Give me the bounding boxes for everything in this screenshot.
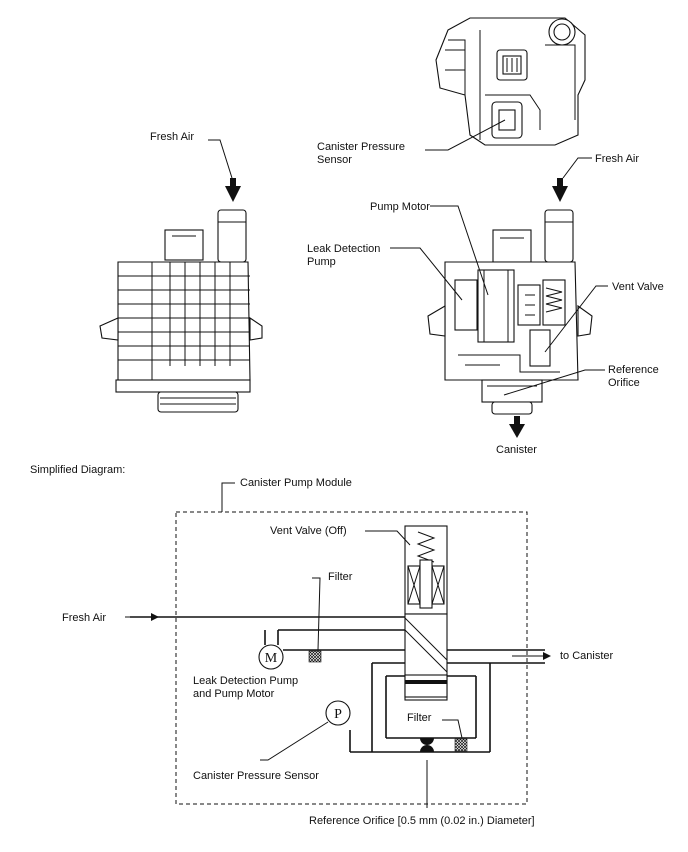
motor-symbol: M Leak Detection Pump and Pump Motor <box>193 644 301 700</box>
pump-motor-label: Pump Motor <box>370 201 430 213</box>
leak-detection-pump-label: Leak Detection Pump <box>307 243 383 268</box>
canister-pump-module-exterior <box>99 209 263 413</box>
canister-pump-module-label: Canister Pump Module <box>240 477 352 489</box>
motor-letter: M <box>265 651 278 666</box>
fresh-air-left-callout: Fresh Air <box>150 131 241 202</box>
pump-motor-callout: Pump Motor <box>370 201 489 296</box>
filter-bottom-label: Filter <box>407 712 432 724</box>
filter-bottom: Filter <box>407 712 468 752</box>
canister-pressure-sensor-top-label: Canister Pressure Sensor <box>317 141 408 166</box>
fresh-air-schematic-label: Fresh Air <box>62 612 106 624</box>
canister-pressure-sensor-label: Canister Pressure Sensor <box>193 770 319 782</box>
fresh-air-left-label: Fresh Air <box>150 131 194 143</box>
leak-detection-pump-callout: Leak Detection Pump <box>307 243 463 301</box>
pressure-sensor-symbol: P Canister Pressure Sensor <box>193 700 351 782</box>
vent-valve-callout: Vent Valve <box>544 281 664 353</box>
canister-label: Canister <box>496 444 537 456</box>
reference-orifice-spec-label: Reference Orifice [0.5 mm (0.02 in.) Dia… <box>309 815 535 827</box>
to-canister-callout: to Canister <box>512 650 614 662</box>
flow-passages <box>130 616 545 753</box>
to-canister-label: to Canister <box>560 650 614 662</box>
filter-top-label: Filter <box>328 571 353 583</box>
vent-valve-label: Vent Valve <box>612 281 664 293</box>
canister-pump-module-cutaway <box>427 209 593 438</box>
fresh-air-right-callout: Fresh Air <box>552 153 639 202</box>
canister-pump-module-top-view <box>435 17 586 146</box>
canister-pressure-sensor-top-callout: Canister Pressure Sensor <box>317 119 506 166</box>
leak-pump-motor-label: Leak Detection Pump and Pump Motor <box>193 675 301 700</box>
vent-valve-schematic: Vent Valve (Off) <box>270 525 448 701</box>
simplified-diagram-title: Simplified Diagram: <box>30 464 125 476</box>
fresh-air-right-label: Fresh Air <box>595 153 639 165</box>
vent-valve-off-label: Vent Valve (Off) <box>270 525 347 537</box>
reference-orifice-callout: Reference Orifice <box>503 364 662 396</box>
exterior-grille <box>118 262 250 366</box>
reference-orifice-schematic: Reference Orifice [0.5 mm (0.02 in.) Dia… <box>309 738 535 827</box>
cutaway-internals <box>454 269 566 373</box>
pressure-letter: P <box>334 707 342 722</box>
module-boundary: Canister Pump Module <box>175 477 528 805</box>
fresh-air-schematic-callout: Fresh Air <box>62 612 159 624</box>
filter-top: Filter <box>308 571 353 663</box>
reference-orifice-label: Reference Orifice <box>608 364 662 389</box>
